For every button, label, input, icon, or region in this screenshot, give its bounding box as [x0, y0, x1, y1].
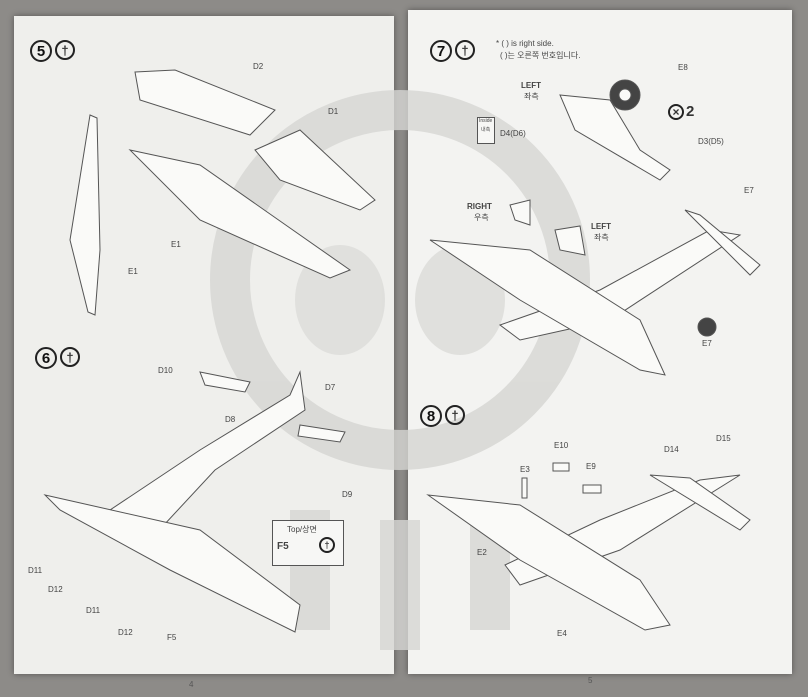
step-5-header: 5† — [30, 40, 75, 62]
part-label: D10 — [158, 366, 173, 375]
part-label: D11 — [28, 566, 43, 575]
cement-bottle-icon: † — [319, 537, 335, 553]
part-label: F5 — [167, 633, 177, 642]
part-label: D8 — [225, 415, 236, 424]
cement-bottle-icon: † — [455, 40, 475, 60]
wing-step8 — [426, 494, 671, 631]
part-label: E8 — [678, 63, 688, 72]
part-label: E10 — [554, 441, 569, 450]
part-label: D15 — [716, 434, 731, 443]
cement-bottle-icon: † — [55, 40, 75, 60]
wing-part-e1 — [128, 149, 352, 279]
part-label: D7 — [325, 383, 336, 392]
part-label: E9 — [586, 462, 596, 471]
side-label-ko: 좌측 — [524, 92, 539, 101]
part-label: E7 — [744, 186, 754, 195]
part-label: E7 — [702, 339, 712, 348]
part-label: D4(D6) — [500, 129, 526, 138]
page-number-right: 5 — [588, 676, 593, 685]
step-6-header: 6† — [35, 347, 80, 369]
part-label: D9 — [342, 490, 353, 499]
callout-top-f5: Top/상면 F5 † — [272, 520, 344, 566]
side-label-ko: 우측 — [474, 213, 489, 222]
wing-e1-top-view — [69, 114, 101, 316]
note-english: * ( ) is right side. — [496, 39, 554, 48]
side-label: LEFT — [521, 81, 541, 90]
tail-wheel-e7 — [697, 317, 717, 337]
wing-step6 — [43, 494, 301, 633]
part-label: D11 — [86, 606, 101, 615]
note-korean: ( )는 오른쪽 번호입니다. — [500, 51, 581, 60]
part-label: D14 — [664, 445, 679, 454]
part-label: E4 — [557, 629, 567, 638]
part-label: E3 — [520, 465, 530, 474]
part-label: D12 — [118, 628, 133, 637]
cement-bottle-icon: † — [445, 405, 465, 425]
part-label: D3(D5) — [698, 137, 724, 146]
step-number: 7 — [430, 40, 452, 62]
page-number-left: 4 — [189, 680, 194, 689]
step-7-header: 7† — [430, 40, 475, 62]
inside-en: Inside — [479, 118, 493, 124]
quantity: 2 — [686, 103, 695, 120]
callout-title: Top/상면 — [287, 525, 317, 534]
multiply-icon: × — [668, 103, 684, 120]
part-label: E2 — [477, 548, 487, 557]
part-label: D12 — [48, 585, 63, 594]
part-label: D1 — [328, 107, 339, 116]
step-number: 6 — [35, 347, 57, 369]
step-number: 8 — [420, 405, 442, 427]
inside-ko: 내측 — [481, 127, 491, 133]
wing-step7 — [429, 239, 666, 376]
callout-part: F5 — [277, 541, 289, 552]
side-label: LEFT — [591, 222, 611, 231]
cement-bottle-icon: † — [60, 347, 80, 367]
landing-gear-leg — [559, 94, 671, 181]
wing-part-d1 — [254, 129, 376, 211]
side-label-ko: 좌측 — [594, 233, 609, 242]
side-label: RIGHT — [467, 202, 492, 211]
quantity-x2: ×2 — [668, 103, 694, 120]
step-8-header: 8† — [420, 405, 465, 427]
part-label: E1 — [171, 240, 181, 249]
step-number: 5 — [30, 40, 52, 62]
part-label: E1 — [128, 267, 138, 276]
wing-part-d2 — [134, 69, 276, 136]
part-label: D2 — [253, 62, 264, 71]
inside-note: Inside 내측 — [477, 117, 495, 144]
